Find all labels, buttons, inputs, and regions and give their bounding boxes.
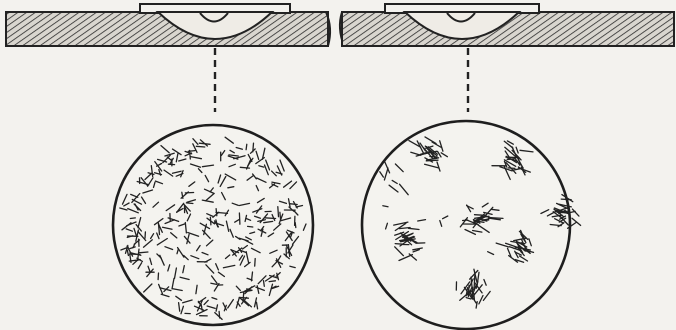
bacterium-rod (278, 207, 279, 217)
bacterium-rod (269, 281, 275, 282)
bacterium-rod (190, 150, 191, 159)
bacterium-rod (239, 213, 240, 224)
bacterium-rod (196, 146, 205, 147)
bacterium-rod (264, 281, 265, 287)
bacterium-rod (248, 226, 253, 227)
bacterium-rod (463, 220, 468, 221)
left-slide-cross-section (6, 4, 328, 325)
bacterium-rod (561, 199, 571, 200)
bacterium-rod (139, 252, 148, 253)
bacterium-rod (255, 259, 256, 267)
bacterium-rod (243, 293, 244, 302)
bacterium-rod (280, 212, 281, 220)
bacterium-rod (572, 209, 579, 216)
bacterium-rod (290, 204, 298, 205)
bacterium-rod (186, 203, 193, 204)
right-slide-cross-section (342, 4, 674, 329)
bacterium-rod (475, 215, 483, 216)
bacterium-rod (129, 254, 140, 255)
bacterium-rod (210, 217, 211, 225)
left-magnified-field (113, 125, 313, 325)
bacterium-rod (130, 218, 135, 219)
bacterium-rod (246, 144, 247, 149)
bacterium-rod (240, 167, 249, 168)
